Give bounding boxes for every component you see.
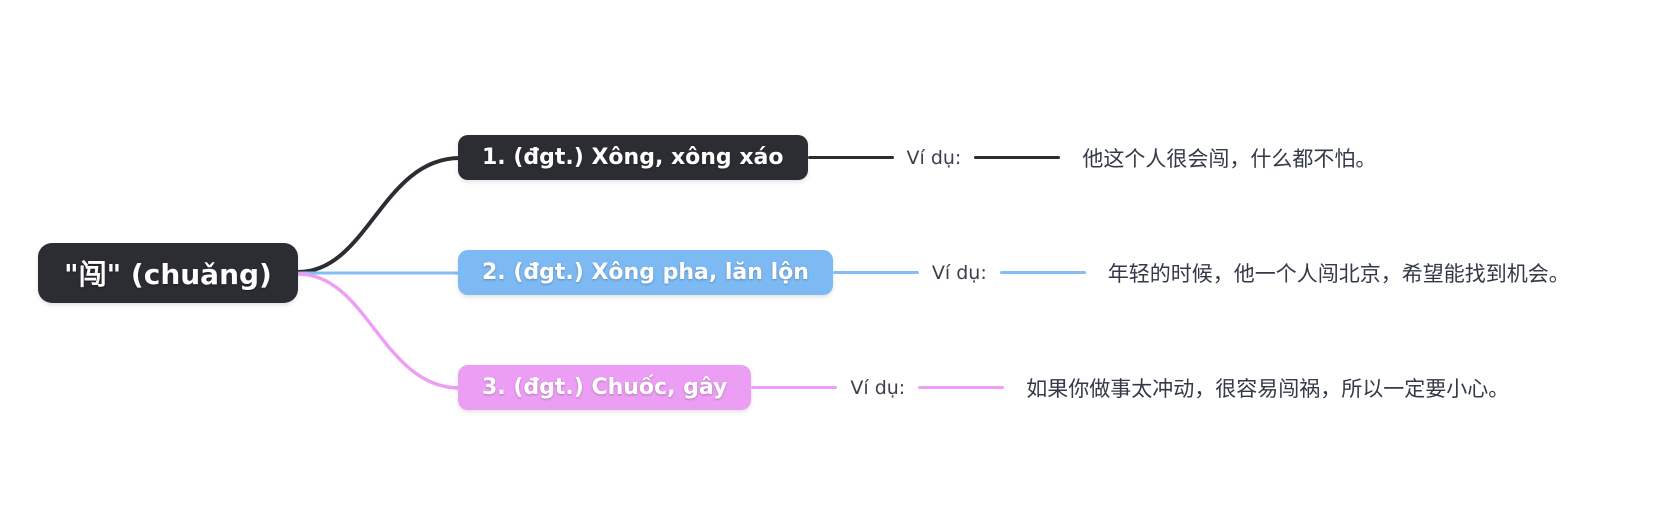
branch-3-example-label[interactable]: Ví dụ: xyxy=(850,376,906,399)
connector-root-to-branch-3 xyxy=(296,272,462,390)
branch-1-example-text[interactable]: 他这个人很会闯，什么都不怕。 xyxy=(1082,146,1377,171)
branch-row-1: 1. (đgt.) Xông, xông xáo Ví dụ: 他这个人很会闯，… xyxy=(458,135,1376,180)
branch-1-line-to-label xyxy=(807,156,894,159)
branch-3-line-to-label xyxy=(751,386,838,389)
branch-2-line-to-label xyxy=(832,271,919,274)
branch-3-example-text[interactable]: 如果你做事太冲动，很容易闯祸，所以一定要小心。 xyxy=(1026,376,1510,401)
branch-3-node[interactable]: 3. (đgt.) Chuốc, gây xyxy=(458,365,752,410)
branch-1-node[interactable]: 1. (đgt.) Xông, xông xáo xyxy=(458,135,808,180)
root-topic-node[interactable]: "闯" (chuǎng) xyxy=(38,243,298,303)
branch-2-example-text[interactable]: 年轻的时候，他一个人闯北京，希望能找到机会。 xyxy=(1107,261,1570,286)
branch-2-node[interactable]: 2. (đgt.) Xông pha, lăn lộn xyxy=(458,250,833,295)
branch-row-3: 3. (đgt.) Chuốc, gây Ví dụ: 如果你做事太冲动，很容易… xyxy=(458,365,1509,410)
branch-2-example-label[interactable]: Ví dụ: xyxy=(931,261,987,284)
branch-row-2: 2. (đgt.) Xông pha, lăn lộn Ví dụ: 年轻的时候… xyxy=(458,250,1570,295)
connector-root-to-branch-1 xyxy=(296,156,462,274)
branch-3-line-to-example xyxy=(918,386,1005,389)
branch-1-example-label[interactable]: Ví dụ: xyxy=(906,146,962,169)
branch-2-line-to-example xyxy=(999,271,1086,274)
branch-1-line-to-example xyxy=(974,156,1061,159)
